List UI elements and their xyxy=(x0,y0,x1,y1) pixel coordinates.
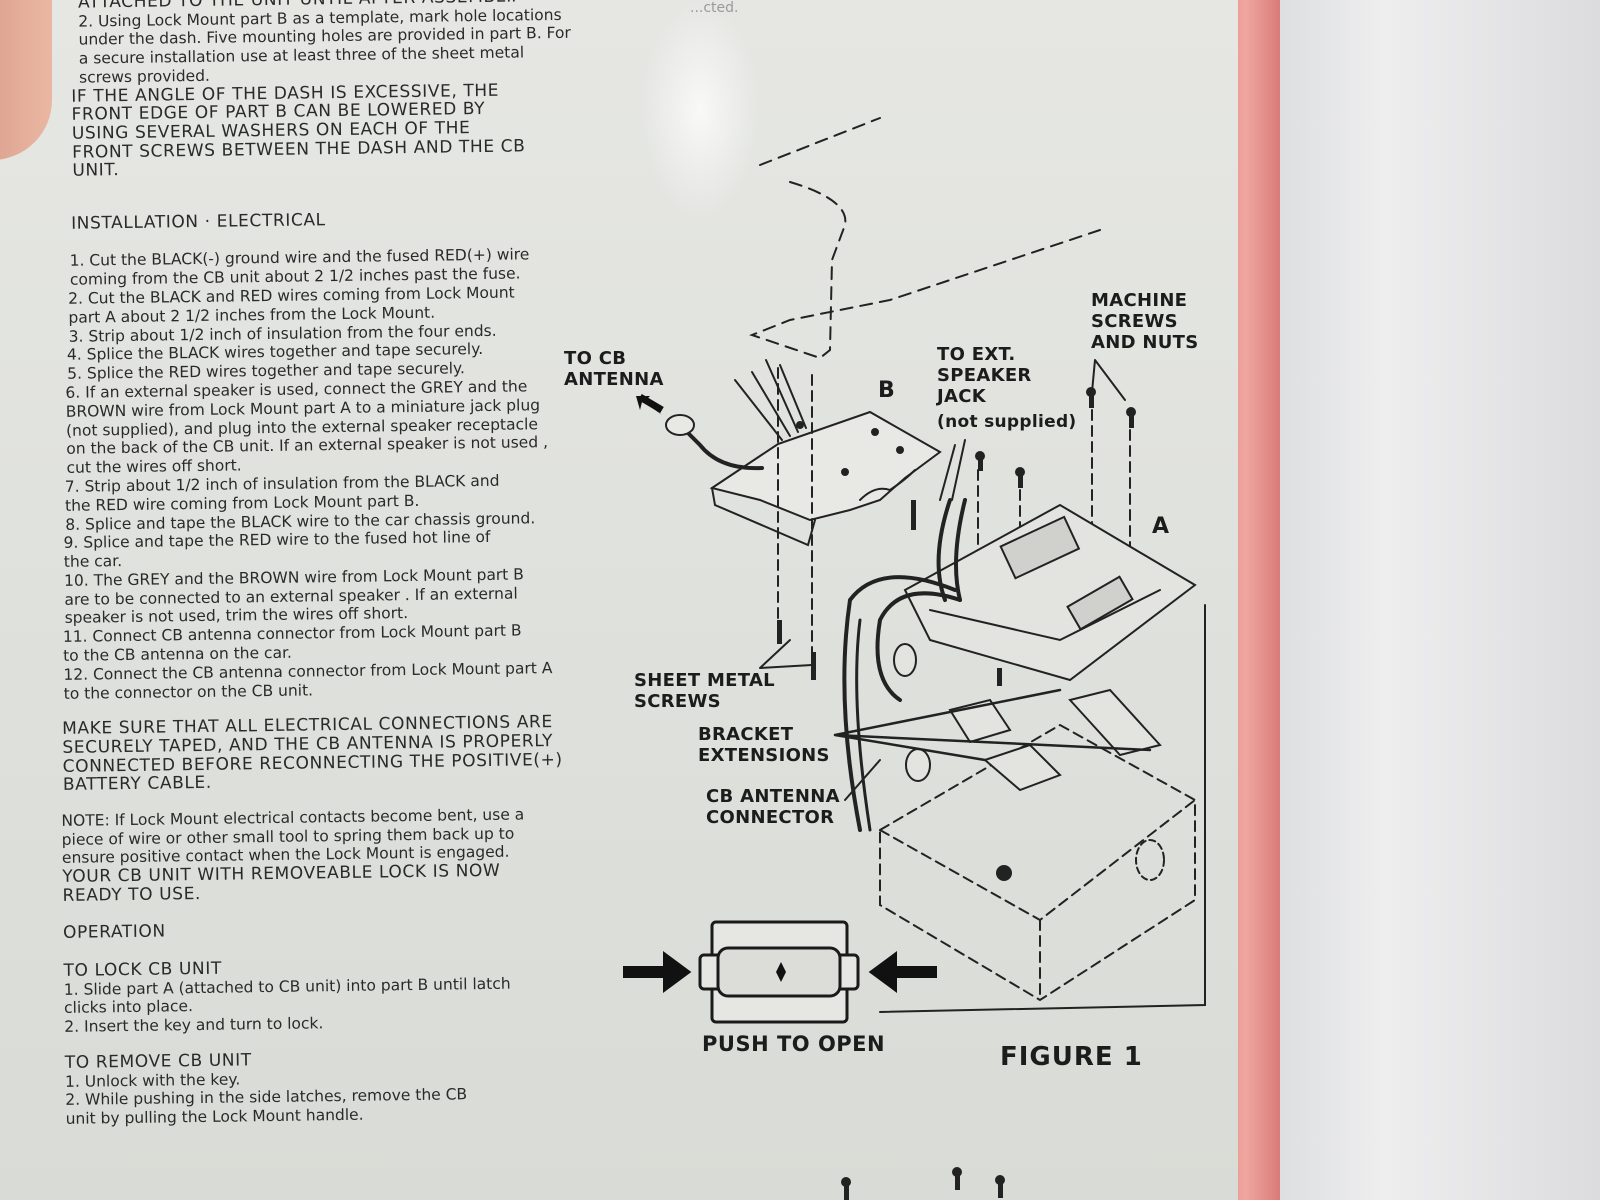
light-glare xyxy=(640,0,760,220)
part-b-edge xyxy=(711,487,816,547)
figure-caption: FIGURE 1 xyxy=(1000,1042,1143,1072)
antenna-connector-leader xyxy=(844,759,881,801)
speaker-leader xyxy=(939,439,966,501)
figure-frame xyxy=(879,604,1206,1013)
label-part-a: A xyxy=(1152,514,1170,539)
part-a-mount xyxy=(903,503,1197,682)
wire-1 xyxy=(734,379,783,441)
dash-outline-2 xyxy=(749,181,1101,360)
antenna-cable xyxy=(683,428,764,471)
label-machine-screws: MACHINE SCREWS AND NUTS xyxy=(1091,290,1199,353)
label-bracket-extensions: BRACKET EXTENSIONS xyxy=(698,724,830,766)
push-to-open-label: PUSH TO OPEN xyxy=(702,1032,886,1056)
label-to-cb-antenna: TO CB ANTENNA xyxy=(564,348,664,390)
machine-screws-leader xyxy=(1091,359,1126,401)
faint-top-text: ...cted. xyxy=(690,0,739,16)
keyhole xyxy=(776,962,786,982)
label-cb-antenna-connector: CB ANTENNA CONNECTOR xyxy=(706,786,840,828)
connector-a xyxy=(893,643,917,677)
part-a-contacts xyxy=(999,515,1081,580)
cable-a xyxy=(842,575,957,832)
background-surface xyxy=(1240,0,1600,1200)
sheet-metal-leader xyxy=(759,639,813,669)
antenna-arrow-shaft xyxy=(638,393,664,414)
antenna-plug xyxy=(665,414,695,436)
label-not-supplied: (not supplied) xyxy=(937,412,1077,432)
push-arrow-right xyxy=(868,951,937,993)
push-arrow-left xyxy=(623,951,692,993)
label-part-b: B xyxy=(878,378,896,403)
connector-b xyxy=(905,748,931,782)
bracket-ext-1 xyxy=(948,698,1012,744)
part-b-latch xyxy=(859,469,916,501)
bracket-ext-2 xyxy=(1068,688,1162,757)
bracket-leaders xyxy=(833,688,1152,762)
cb-unit-outline xyxy=(879,723,1196,1002)
label-to-ext-speaker: TO EXT. SPEAKER JACK xyxy=(937,344,1032,407)
bracket-ext-3 xyxy=(983,743,1062,792)
label-sheet-metal-screws: SHEET METAL SCREWS xyxy=(634,670,775,712)
dash-outline xyxy=(759,117,881,166)
screws xyxy=(777,387,1136,1200)
